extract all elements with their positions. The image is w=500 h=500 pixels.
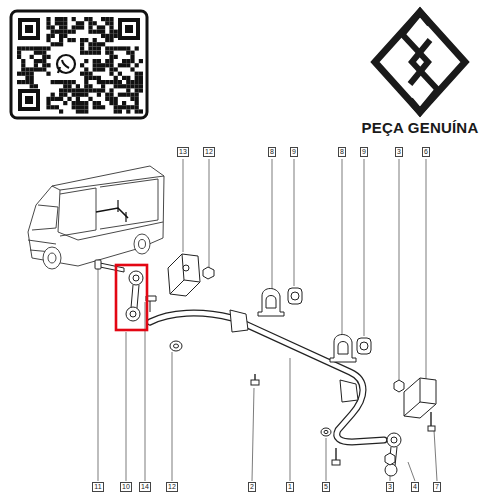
callout-number: 11 <box>92 482 103 492</box>
callout-number: 4 <box>411 482 419 492</box>
van-sketch <box>28 166 164 269</box>
parts <box>95 254 436 476</box>
brand-text: PEÇA GENUÍNA <box>362 119 479 136</box>
leader-lines <box>98 159 437 481</box>
highlight-box <box>116 265 147 330</box>
callout-number: 14 <box>139 482 151 492</box>
callout-number: 3 <box>395 147 403 157</box>
callout-number: 13 <box>177 147 189 157</box>
callout-number: 7 <box>433 482 441 492</box>
callout-number: 12 <box>203 147 215 157</box>
callout-number: 9 <box>360 147 368 157</box>
callout-number: 8 <box>338 147 346 157</box>
callout-number: 10 <box>120 482 132 492</box>
callout-number: 12 <box>166 482 178 492</box>
qr-code <box>11 11 147 118</box>
brand-logo <box>375 12 465 112</box>
callout-number: 1 <box>286 482 294 492</box>
callout-number: 5 <box>322 482 330 492</box>
callout-number: 6 <box>422 147 430 157</box>
callout-number: 8 <box>268 147 276 157</box>
callout-number: 3 <box>386 482 394 492</box>
callout-number: 2 <box>248 482 256 492</box>
callout-number: 9 <box>290 147 298 157</box>
